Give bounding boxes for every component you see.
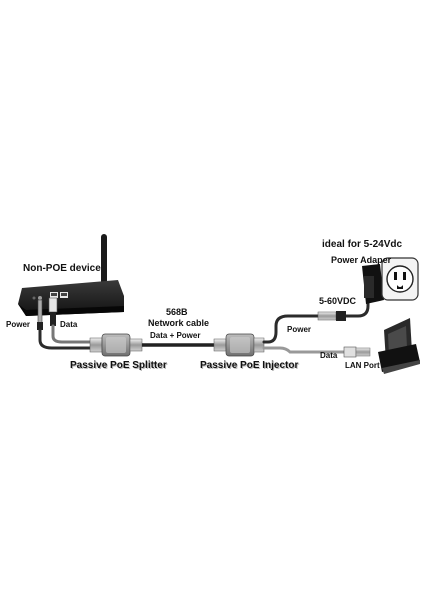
antenna-icon	[101, 234, 107, 286]
device-label: Non-POE device	[23, 263, 101, 274]
cable-standard-label: 568B	[166, 307, 188, 317]
power-adapter-label: Power Adaper	[331, 255, 392, 265]
injector-cables	[262, 314, 346, 354]
router-device	[18, 280, 124, 316]
power-adapter-icon	[362, 264, 384, 304]
power-label-left: Power	[6, 320, 31, 329]
splitter-label: Passive PoE Splitter	[70, 360, 167, 371]
network-cable-label: Network cable	[148, 318, 210, 328]
router-plugs	[37, 297, 58, 330]
router-to-splitter-cables	[38, 324, 94, 350]
computer-icon	[378, 318, 420, 374]
data-label-right: Data	[320, 351, 338, 360]
lan-port-label: LAN Port	[345, 361, 380, 370]
ideal-voltage-label: ideal for 5-24Vdc	[322, 239, 403, 250]
voltage-label: 5-60VDC	[319, 296, 357, 306]
dc-plug	[317, 298, 370, 321]
lan-plug	[343, 346, 371, 358]
data-power-label: Data + Power	[150, 331, 201, 340]
poe-splitter	[89, 333, 143, 357]
data-label-left: Data	[60, 320, 78, 329]
poe-injector	[213, 333, 265, 357]
power-label-right: Power	[287, 325, 312, 334]
injector-label: Passive PoE Injector	[200, 360, 299, 371]
wall-outlet-icon	[381, 257, 419, 301]
